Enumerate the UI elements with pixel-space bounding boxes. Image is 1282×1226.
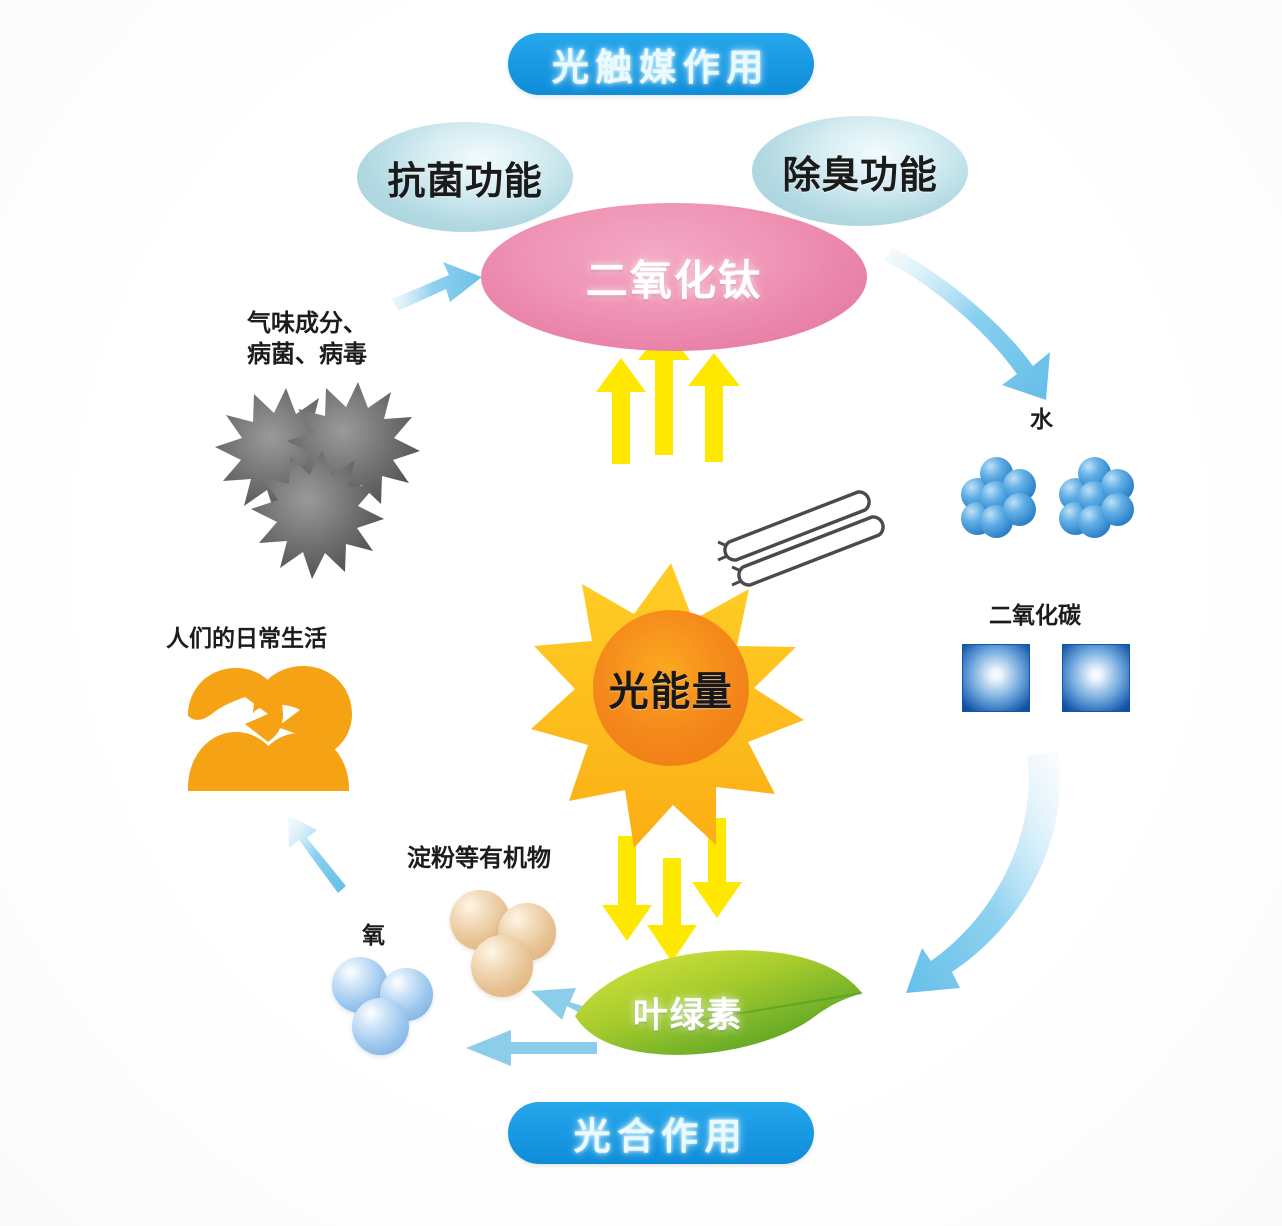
arrow-co2-to-leaf — [906, 752, 1061, 993]
starch-molecule-icon — [450, 890, 570, 1000]
arrow-germs-to-tio2 — [392, 262, 482, 311]
node-titanium-dioxide-label: 二氧化钛 — [585, 255, 763, 305]
label-daily-life: 人们的日常生活 — [166, 626, 327, 652]
node-titanium-dioxide[interactable]: 二氧化钛 — [481, 203, 867, 351]
oxygen-molecule-icon — [332, 955, 442, 1060]
label-odor-germs-virus: 气味成分、 病菌、病毒 — [247, 309, 367, 368]
germ-star-icon — [215, 382, 420, 579]
arrow-tio2-to-water — [884, 247, 1050, 400]
yellow-down-arrows — [602, 818, 742, 962]
people-icon — [188, 666, 352, 791]
label-water: 水 — [1030, 407, 1053, 433]
label-oxygen: 氧 — [362, 923, 385, 949]
badge-photosynthesis-label: 光合作用 — [573, 1115, 749, 1158]
co2-molecule-icon — [962, 644, 1142, 716]
node-deodorizing-label: 除臭功能 — [782, 152, 938, 197]
node-antibacterial[interactable]: 抗菌功能 — [357, 122, 573, 232]
node-deodorizing[interactable]: 除臭功能 — [752, 116, 968, 226]
node-light-energy[interactable]: 光能量 — [546, 563, 796, 813]
badge-photocatalysis[interactable]: 光触媒作用 — [508, 33, 814, 95]
badge-photocatalysis-label: 光触媒作用 — [551, 46, 771, 89]
arrow-oxygen-to-people — [288, 815, 346, 893]
badge-photosynthesis[interactable]: 光合作用 — [508, 1102, 814, 1164]
node-chlorophyll-label: 叶绿素 — [632, 996, 744, 1036]
node-chlorophyll[interactable]: 叶绿素 — [563, 960, 863, 1065]
node-antibacterial-label: 抗菌功能 — [387, 158, 543, 203]
label-starch-organics: 淀粉等有机物 — [407, 844, 551, 872]
node-light-energy-label: 光能量 — [608, 669, 734, 715]
label-carbon-dioxide: 二氧化碳 — [989, 603, 1081, 629]
water-molecule-icon — [955, 455, 1145, 545]
